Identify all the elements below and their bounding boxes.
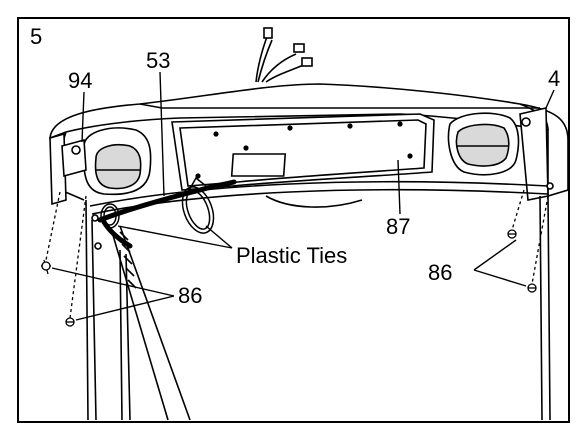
callout-86-right: 86 <box>428 260 453 285</box>
callout-94: 94 <box>68 68 93 93</box>
uprights <box>85 195 551 421</box>
plastic-tie-left <box>100 203 120 229</box>
callout-86-left: 86 <box>178 283 203 308</box>
screw-left-upper <box>41 259 51 275</box>
left-bracket <box>49 132 102 250</box>
right-speaker <box>447 112 520 176</box>
step-number: 5 <box>30 24 43 49</box>
callout-4: 4 <box>548 66 561 91</box>
crossbar <box>89 180 549 215</box>
left-speaker <box>82 127 152 196</box>
leader-lines <box>51 71 555 321</box>
panel-87 <box>171 113 435 191</box>
alignment-lines <box>45 189 549 319</box>
wire-bundle <box>255 27 313 83</box>
callout-53: 53 <box>146 48 171 73</box>
callout-plastic-ties: Plastic Ties <box>236 243 348 268</box>
frame-border <box>17 17 570 423</box>
plastic-tie-right <box>181 176 215 234</box>
callout-87: 87 <box>386 214 411 239</box>
screw-right-lower <box>527 283 537 293</box>
screw-right-upper <box>507 229 517 239</box>
screw-left-lower <box>65 317 75 327</box>
